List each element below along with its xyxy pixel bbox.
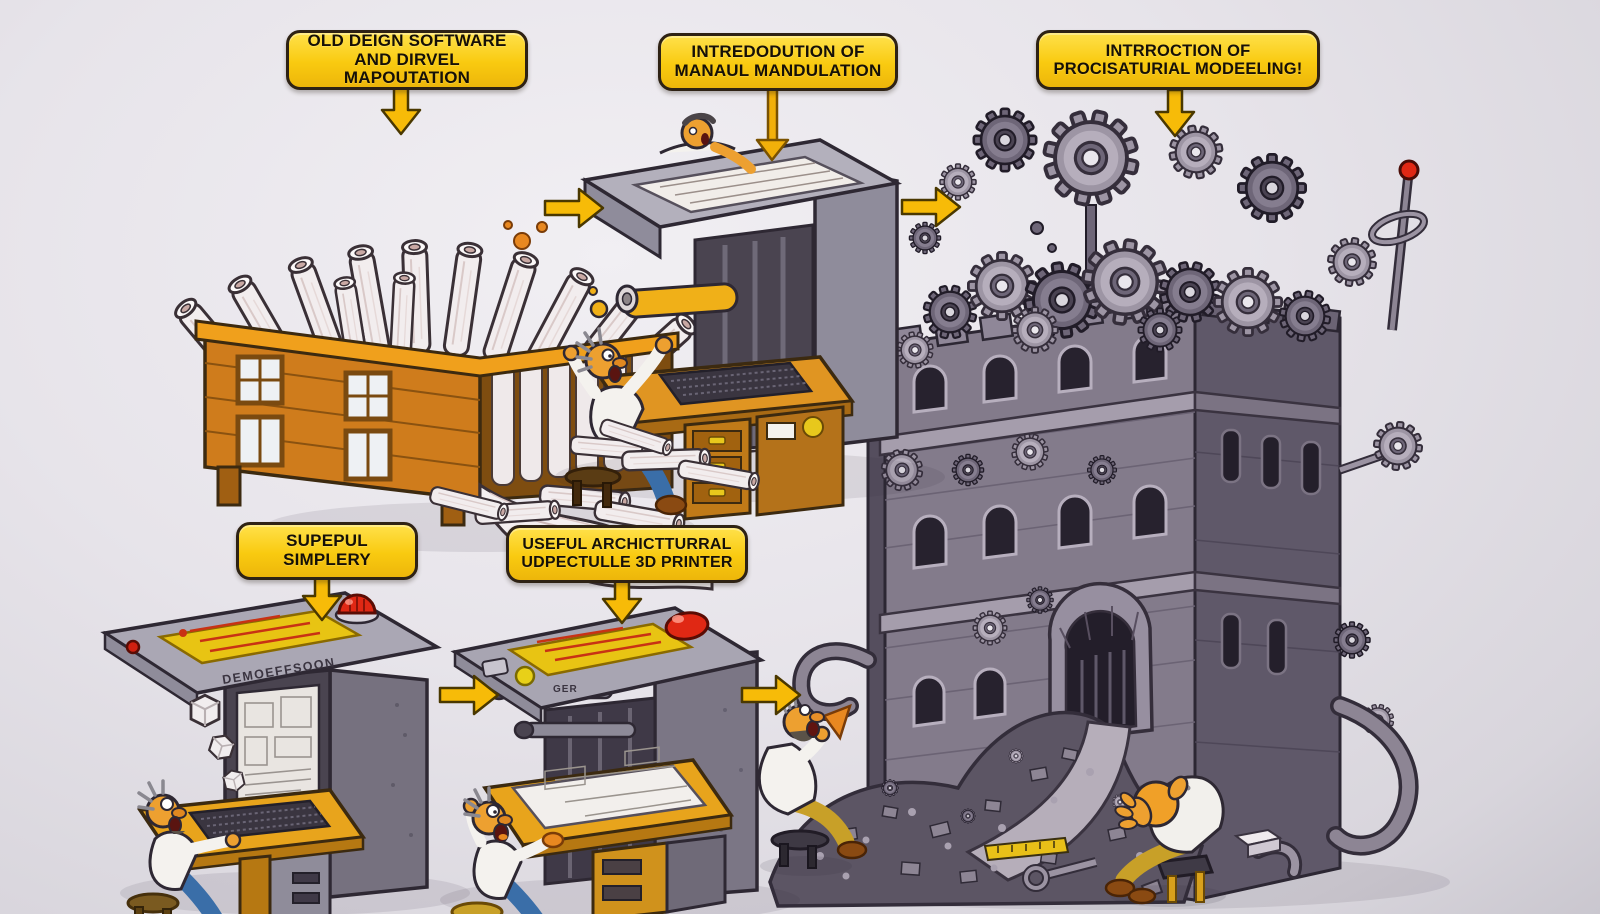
caption-box-old-design-software: OLD DEIGN SOFTWARE AND DIRVEL MAPOUTATIO… [286,30,528,90]
extruder-arm [523,721,637,739]
mouth [701,133,709,145]
open-mouth [168,816,182,834]
scene-3d-printer: GER [440,606,800,914]
wrench [1022,857,1098,892]
eye [486,804,500,818]
chest-rim [194,319,680,378]
yellow-sticker [802,416,824,438]
held-pastry [541,831,565,849]
wild-gray-hair [463,786,491,818]
caption-box-manual-manipulation: INTREDODUTION OF MANAUL MANDULATION [658,33,898,91]
side-windows [1220,428,1322,676]
eye [799,704,811,716]
architect-figure-eating [757,690,868,876]
hand [562,344,580,362]
mast-weathervane [1368,159,1428,331]
wild-gray-hair [137,779,165,811]
caption-line: SUPEPUL [286,531,368,551]
wild-gray-hair [575,327,603,373]
hand [654,335,674,355]
arm [710,142,756,174]
legs [174,870,222,914]
machine-body [328,668,429,899]
architect-figure-shocked [126,779,242,914]
red-ball-finial [1398,159,1420,181]
caption-line: INTREDODUTION OF [691,42,865,62]
caption-line: AND DIRVEL MAPOUTATION [343,49,471,88]
open-mouth [608,365,622,383]
wooden-desk [596,355,856,521]
legs [500,879,543,914]
house-windows [235,354,393,482]
badge [481,657,509,678]
papers [766,422,796,440]
shoe [1127,887,1157,905]
facade-gears [876,418,1426,740]
terminal-machine: DEMOEFFSOON [100,591,442,914]
printer-machine: GER [450,606,766,914]
caption-line: SIMPLERY [283,550,371,569]
shoe [654,494,688,516]
caption-line: MANAUL MANDULATION [674,61,882,80]
caption-box-simplicity: SUPEPUL SIMPLERY [236,522,418,580]
arched-windows [912,334,1168,728]
nose [809,711,825,723]
open-mouth [806,720,820,738]
machine-label-text: GER [553,684,578,695]
caption-line: USEFUL ARCHICTTURRAL [522,536,732,554]
warning-scribbles [536,626,662,662]
figure-slumped-on-machine [659,113,756,174]
keyboard [187,799,332,841]
caption-box-procedural-modeling: INTRROCTION OF PROCISATURIAL MODEELING! [1036,30,1320,90]
architect-figure-despair [1104,775,1226,907]
red-button [125,639,141,655]
pastry-in-mouth [498,834,508,840]
scene-simple-terminal: DEMOEFFSOON [100,591,470,914]
architect-figure-yelling [450,786,565,914]
caption-line: UDPECTULLE 3D PRINTER [521,554,733,571]
yellow-button [514,665,536,687]
scene-procedural-gear-building [757,100,1450,910]
scene-manual-machine [555,113,945,521]
caption-line: OLD DEIGN SOFTWARE [307,30,507,50]
warning-plate [506,622,695,677]
rubble-chute [965,720,1132,882]
caption-box-3d-printer: USEFUL ARCHICTTURRAL UDPECTULLE 3D PRINT… [506,525,748,583]
beard [171,831,185,834]
blank-eye [160,797,174,811]
chest-leg [216,465,242,507]
caption-line: INTRROCTION OF [1105,41,1251,60]
screen-blueprint [244,696,312,796]
shoe [1104,878,1136,898]
warning-scribbles [189,614,321,653]
arrow-down-icon [380,86,422,136]
pizza-slice [822,703,852,741]
eye [601,348,615,362]
drawer-base [591,841,669,914]
pipe-tentacles [792,642,1419,879]
blueprint-sheet [510,764,708,830]
eraser-block [1233,828,1283,859]
hand-on-head [1167,775,1189,801]
floor-objects [983,828,1283,899]
ejected-tube [588,282,739,319]
arched-door [1047,581,1154,744]
caption-line: PROCISATURIAL MODEELING! [1053,60,1303,78]
shoe [836,840,868,860]
orange-splash-dots [503,220,548,250]
hand [224,831,242,849]
blueprint-sketch [544,746,692,817]
desk-leg [238,854,272,914]
stool [450,901,504,914]
beard [790,730,812,742]
hair [682,113,716,126]
